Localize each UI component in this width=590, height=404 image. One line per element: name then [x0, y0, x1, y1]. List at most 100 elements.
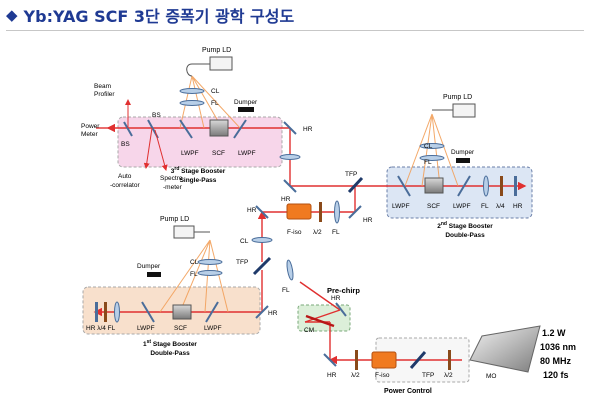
mo-laser-unit	[469, 325, 541, 373]
pump-ld-left-label: Pump LD	[160, 216, 189, 223]
hr-chirp-label: HR	[331, 295, 341, 302]
mo-label: MO	[486, 373, 496, 380]
lambda2-2-label: λ/2	[351, 372, 360, 379]
lwpf-1b	[205, 301, 219, 323]
autocorr-label-1: Auto	[118, 173, 132, 180]
fiso-2	[371, 351, 397, 369]
pump-ld-right	[452, 103, 476, 118]
fiso-1-label: F-iso	[287, 229, 302, 236]
lambda2-1-label: λ/2	[313, 229, 322, 236]
lwpf-3b	[233, 119, 247, 139]
bs-left	[123, 121, 133, 137]
cl-left-label: CL	[190, 259, 199, 266]
stage3-box	[117, 116, 283, 168]
spec-power: 1.2 W	[542, 328, 566, 338]
fl-mid-lens	[334, 200, 340, 224]
waveplate-2b	[355, 350, 358, 370]
scf-2-crystal	[424, 177, 444, 194]
pump-ld-top	[209, 56, 233, 71]
power-control-label: Power Control	[384, 388, 432, 395]
waveplate-1	[319, 202, 322, 222]
scf-1-crystal	[172, 304, 192, 320]
dumper-top	[238, 107, 254, 112]
lwpf-2b-label: LWPF	[453, 203, 471, 210]
scf-3-label: SCF	[212, 150, 225, 157]
tfp-left-label: TFP	[236, 259, 248, 266]
waveplate-1b	[104, 302, 107, 322]
lwpf-3a	[179, 119, 193, 139]
fl-chirp-lens	[286, 259, 294, 281]
lwpf-1a	[141, 301, 155, 323]
power-meter-label-2: Meter	[81, 131, 98, 138]
hr-stage1-mirror	[255, 305, 269, 319]
beam-profiler-label-2: Profiler	[94, 91, 115, 98]
fl-chirp-label: FL	[282, 287, 290, 294]
stage2-caption-2: Double-Pass	[445, 232, 485, 239]
hr-right1-mirror	[348, 205, 362, 219]
cl-right-label: CL	[424, 143, 433, 150]
stage3-caption: 3rd Stage Booster	[171, 166, 226, 175]
hr-top-mirror	[283, 121, 297, 135]
hr-2-mirror	[514, 176, 517, 196]
prechirp-label: Pre-chirp	[327, 286, 360, 295]
lambda2-3-label: λ/2	[444, 372, 453, 379]
hr-left1-label: HR	[247, 207, 257, 214]
hr-bottom-mirror	[323, 353, 337, 367]
lambda4-2-label: λ/4	[496, 203, 505, 210]
cl-left-lens	[197, 259, 223, 265]
dumper-left-label: Dumper	[137, 263, 161, 270]
lwpf-1b-label: LWPF	[204, 325, 222, 332]
hr-1-mirror	[95, 302, 98, 322]
fiber-top-curve	[186, 63, 193, 77]
hr-chirp-mirror	[335, 302, 347, 317]
scf-2-label: SCF	[427, 203, 440, 210]
scf-3-crystal	[209, 119, 229, 137]
power-meter-label-1: Power	[81, 123, 100, 130]
stage1-caption: 1st Stage Booster	[143, 339, 197, 348]
fl-top-label: FL	[211, 100, 219, 107]
spec-wavelength: 1036 nm	[540, 342, 576, 352]
stage3-caption-2: Single-Pass	[180, 177, 217, 184]
hr-mid-label: HR	[281, 196, 291, 203]
fl-2-lens	[483, 175, 489, 197]
fl-right-label: FL	[424, 159, 432, 166]
hr-mid-mirror	[283, 179, 297, 193]
stage2-caption: 2nd Stage Booster	[437, 221, 493, 230]
lwpf-2b	[457, 175, 471, 197]
pump-ld-left	[173, 225, 195, 239]
hr-stage1-label: HR	[268, 310, 278, 317]
stage1-end-labels: HR λ/4 FL	[86, 325, 116, 332]
waveplate-2	[500, 176, 503, 196]
title-text: Yb:YAG SCF 3단 증폭기 광학 구성도	[23, 7, 295, 26]
fl-top-lens	[179, 100, 205, 106]
cl-right-lens	[419, 143, 445, 149]
hr-left1-mirror	[255, 205, 269, 219]
hr-right1-label: HR	[363, 217, 373, 224]
beam-to-spectro	[154, 129, 168, 171]
fl-left-label: FL	[190, 271, 198, 278]
autocorr-label-2: -correlator	[110, 182, 140, 189]
dumper-left	[147, 272, 161, 277]
beam-profiler-label-1: Beam	[94, 83, 111, 90]
cl-mid-label: CL	[240, 238, 249, 245]
bs-right-label: BS	[152, 112, 161, 119]
spec-rep-rate: 80 MHz	[540, 356, 572, 366]
diamond-bullet-icon: ◆	[6, 6, 18, 24]
cm-label: CM	[304, 327, 314, 334]
stage1-caption-2: Double-Pass	[150, 350, 190, 357]
dumper-top-label: Dumper	[234, 99, 258, 106]
fiso-1	[286, 203, 312, 220]
dumper-right	[456, 158, 470, 163]
tfp-mid	[347, 176, 364, 194]
pump-ld-top-label: Pump LD	[202, 47, 231, 54]
hr-2-label: HR	[513, 203, 523, 210]
lwpf-3a-label: LWPF	[181, 150, 199, 157]
tfp-left	[252, 256, 272, 276]
hr-bottom-label: HR	[327, 372, 337, 379]
fl-left-lens	[197, 270, 223, 276]
spectro-label-1: Spectro	[160, 175, 183, 182]
cm-mirror	[305, 314, 335, 328]
lwpf-1a-label: LWPF	[137, 325, 155, 332]
stage1-box	[82, 286, 261, 335]
